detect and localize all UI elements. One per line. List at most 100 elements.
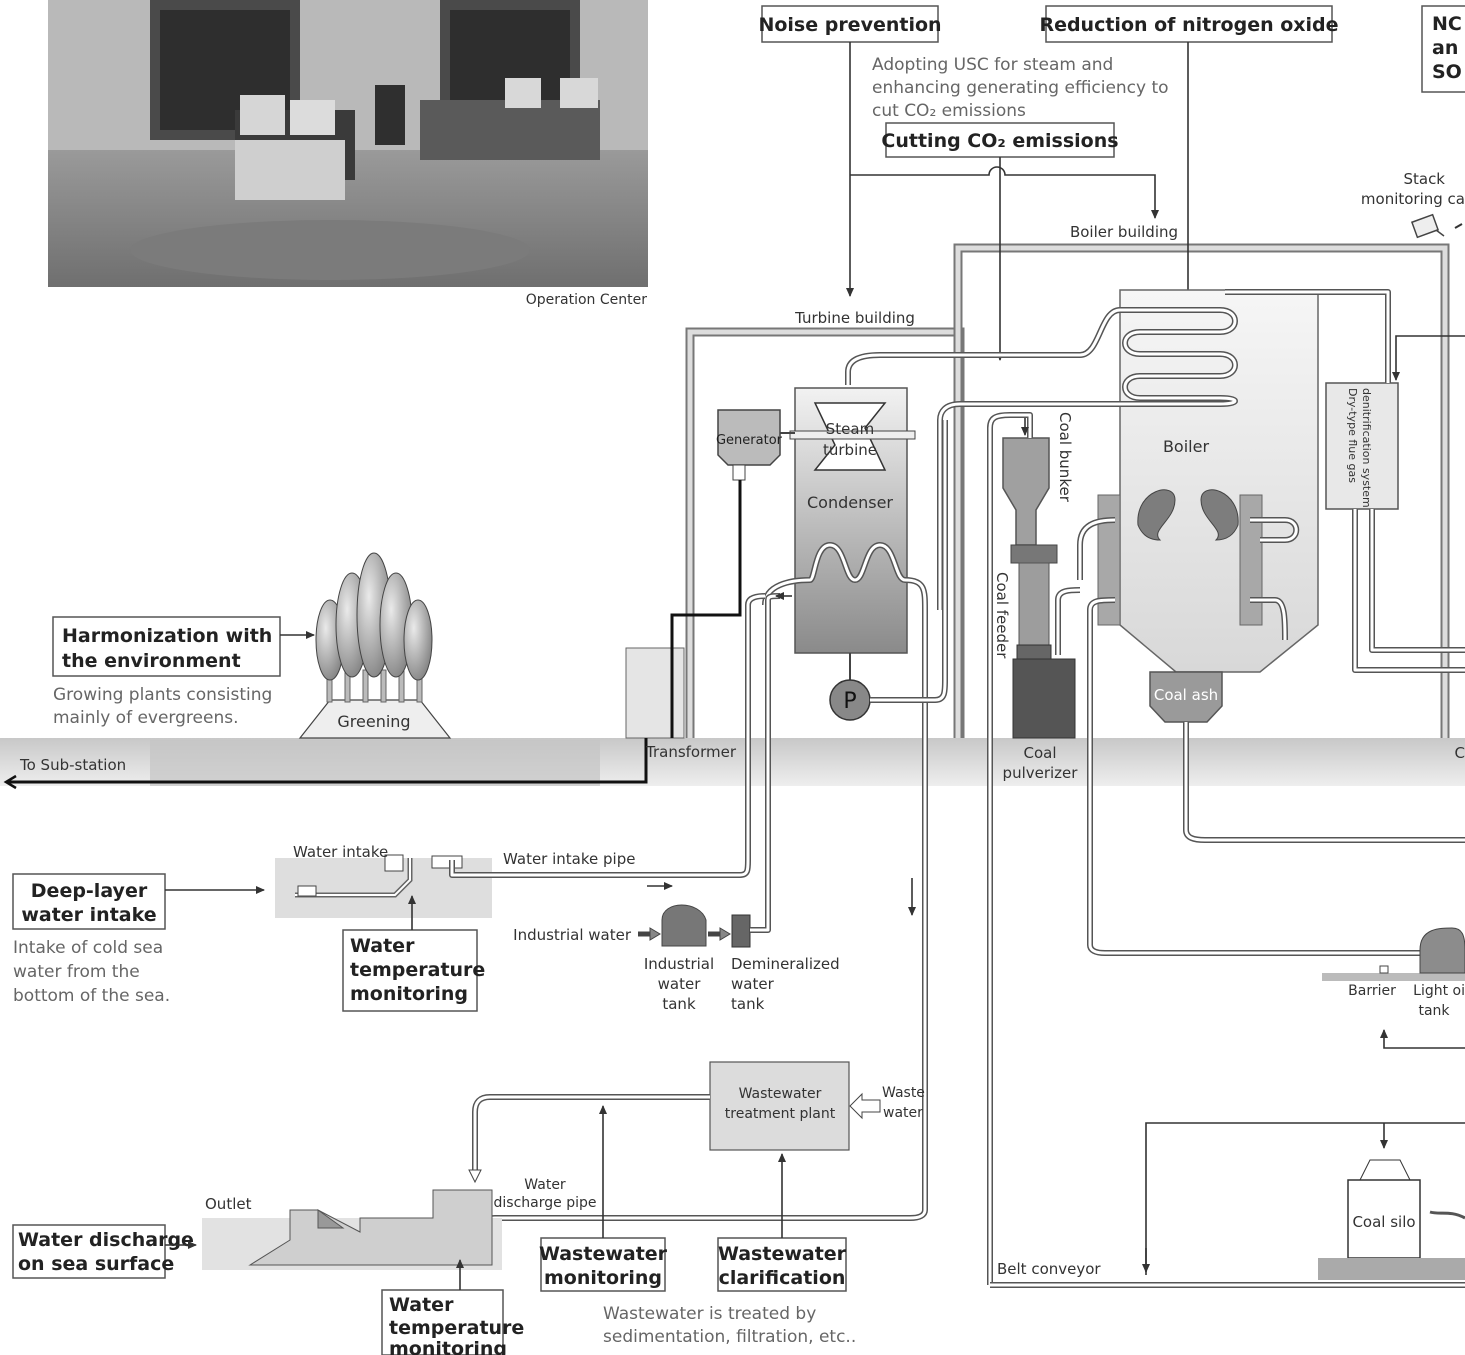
generator <box>717 409 795 481</box>
svg-text:Deep-layer: Deep-layer <box>31 880 148 902</box>
reduction-nox-callout: Reduction of nitrogen oxide <box>1039 5 1339 43</box>
reduction-nox-title: Reduction of nitrogen oxide <box>1039 14 1338 36</box>
coal-bunker-label: Coal bunker <box>1056 412 1074 503</box>
condenser-coil <box>480 542 928 1255</box>
svg-text:monitoring: monitoring <box>389 1338 507 1355</box>
svg-text:monitoring: monitoring <box>350 983 468 1005</box>
usc-note-line-2: enhancing generating efficiency to <box>872 78 1169 98</box>
transformer-label: Transformer <box>645 743 737 761</box>
coal-feeder-label: Coal feeder <box>993 572 1011 659</box>
waste-water-label-1: Waste <box>882 1085 925 1101</box>
cutting-co2-callout: Cutting CO₂ emissions <box>881 122 1119 158</box>
discharge-pipe-label-1: Water <box>524 1177 566 1193</box>
nox-sox-callout-partial: NC an SO <box>1421 5 1465 93</box>
stack-monitoring-label-1: Stack <box>1403 170 1445 188</box>
intake-note-3: bottom of the sea. <box>13 986 170 1006</box>
svg-text:temperature: temperature <box>389 1317 524 1339</box>
noise-prevention-title: Noise prevention <box>758 14 941 36</box>
wastewater-monitoring-callout: Wastewater monitoring <box>539 1237 668 1292</box>
cutting-co2-title: Cutting CO₂ emissions <box>881 130 1118 152</box>
svg-text:the environment: the environment <box>62 650 241 672</box>
discharge-pipe-label-2: discharge pipe <box>494 1195 597 1211</box>
transformer <box>3 480 742 790</box>
wastewater-treatment-plant: Wastewater treatment plant <box>709 1061 850 1151</box>
svg-text:Water: Water <box>350 935 415 957</box>
industrial-water-label: Industrial water <box>513 926 632 944</box>
water-discharge-callout: Water discharge on sea surface <box>12 1224 194 1279</box>
greening-note-1: Growing plants consisting <box>53 685 272 705</box>
water-outlet-structure <box>202 1189 502 1270</box>
usc-note-line-1: Adopting USC for steam and <box>872 55 1113 75</box>
pump <box>829 420 948 721</box>
svg-text:tank: tank <box>662 995 696 1013</box>
svg-text:treatment plant: treatment plant <box>725 1106 836 1122</box>
waste-water-label-2: water <box>883 1105 923 1121</box>
turbine-label: turbine <box>823 441 877 459</box>
svg-text:on sea surface: on sea surface <box>18 1253 174 1275</box>
operation-center-photo <box>48 0 648 287</box>
stack-monitoring-label-2: monitoring ca <box>1361 190 1465 208</box>
boiler-steam-coil <box>845 307 1238 610</box>
wastewater-note-1: Wastewater is treated by <box>603 1304 816 1324</box>
photo-caption: Operation Center <box>526 292 647 308</box>
svg-text:Demineralized: Demineralized <box>731 955 840 973</box>
waste-water-inflow-arrow <box>849 1092 881 1120</box>
svg-text:Wastewater: Wastewater <box>739 1086 822 1102</box>
svg-text:denitrification system: denitrification system <box>1360 388 1373 508</box>
burner-flame-left-icon <box>1137 489 1176 541</box>
water-temp-monitoring-callout-2: Water temperature monitoring <box>381 1289 524 1355</box>
svg-text:Wastewater: Wastewater <box>539 1243 668 1265</box>
svg-text:NC: NC <box>1432 13 1462 35</box>
intake-note-1: Intake of cold sea <box>13 938 163 958</box>
noise-prevention-callout: Noise prevention <box>758 5 942 43</box>
water-intake-label: Water intake <box>293 843 388 861</box>
coal-belt-conveyor <box>987 412 1465 1288</box>
coal-ash-label: Coal ash <box>1154 686 1218 704</box>
greening-note-2: mainly of evergreens. <box>53 708 238 728</box>
boiler-building-label: Boiler building <box>1070 223 1178 241</box>
light-oil-label-1: Light oi <box>1413 983 1465 999</box>
svg-text:Industrial: Industrial <box>644 955 714 973</box>
coal-pulverizer-label-2: pulverizer <box>1003 764 1079 782</box>
harmonization-callout: Harmonization with the environment <box>52 616 281 677</box>
water-intake-pipe-label: Water intake pipe <box>503 850 635 868</box>
condenser <box>789 387 916 654</box>
wastewater-note-2: sedimentation, filtration, etc.. <box>603 1327 856 1347</box>
generator-label: Generator <box>716 433 783 448</box>
steam-label: Steam <box>826 420 874 438</box>
coal-bunker <box>1002 437 1058 646</box>
coal-silo <box>1142 1122 1465 1280</box>
outlet-label: Outlet <box>205 1195 252 1213</box>
coal-pulverizer-label-1: Coal <box>1023 744 1056 762</box>
coal-silo-label: Coal silo <box>1352 1213 1415 1231</box>
svg-text:tank: tank <box>731 995 765 1013</box>
stack-camera-icon <box>1410 213 1463 239</box>
greening-trees <box>298 552 452 739</box>
burner-flame-right-icon <box>1200 489 1239 541</box>
svg-text:SO: SO <box>1432 61 1462 83</box>
greening-label: Greening <box>337 712 410 731</box>
svg-text:Wastewater: Wastewater <box>718 1243 847 1265</box>
svg-text:clarification: clarification <box>719 1267 846 1289</box>
coal-ash-hopper <box>1149 671 1223 723</box>
svg-text:water: water <box>731 975 775 993</box>
deep-layer-intake-callout: Deep-layer water intake <box>12 873 166 930</box>
svg-text:water intake: water intake <box>21 904 156 926</box>
boiler <box>1097 289 1319 723</box>
boiler-label: Boiler <box>1163 437 1210 456</box>
light-oil-label-2: tank <box>1418 1003 1450 1019</box>
svg-text:Harmonization with: Harmonization with <box>62 625 272 647</box>
water-intake-structure <box>275 854 492 918</box>
to-substation-label: To Sub-station <box>19 756 126 774</box>
boiler-building-walls <box>953 243 1450 738</box>
denitrification-system: Dry-type flue gas denitrification system <box>1325 382 1399 510</box>
water-temp-monitoring-callout-1: Water temperature monitoring <box>342 929 485 1012</box>
svg-text:Water: Water <box>389 1294 454 1316</box>
intake-note-2: water from the <box>13 962 140 982</box>
svg-text:Dry-type flue gas: Dry-type flue gas <box>1346 388 1359 483</box>
edge-label-c: C <box>1455 744 1465 762</box>
condenser-label: Condenser <box>807 493 893 512</box>
coal-pulverizer <box>1012 644 1076 739</box>
belt-conveyor-label: Belt conveyor <box>997 1260 1101 1278</box>
